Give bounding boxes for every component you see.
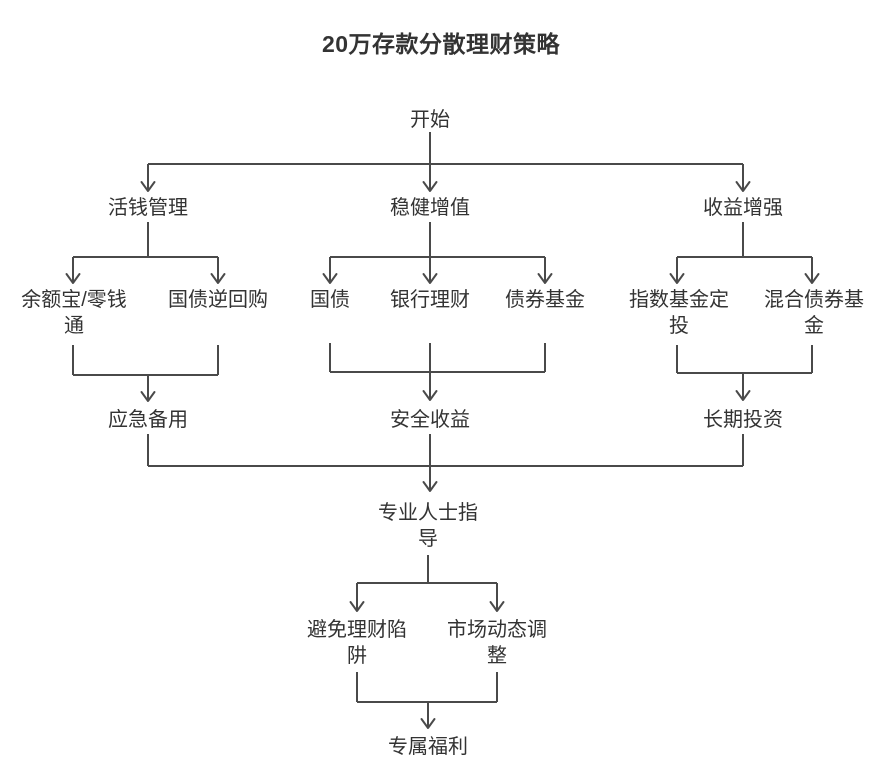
node-sub-avoid-traps: 避免理财陷阱: [307, 619, 407, 667]
diagram-title: 20万存款分散理财策略: [321, 31, 561, 57]
node-branch-steady: 稳健增值: [390, 197, 470, 219]
node-leaf-index-aip: 指数基金定投: [629, 289, 729, 337]
node-goal-emergency: 应急备用: [108, 409, 188, 431]
node-leaf-bank-wm: 银行理财: [390, 289, 470, 311]
node-goal-safe: 安全收益: [390, 409, 470, 431]
node-leaf-reverse-repo: 国债逆回购: [168, 289, 268, 311]
node-hub-expert: 专业人士指导: [378, 502, 478, 550]
node-leaf-yuebao: 余额宝/零钱通: [21, 289, 127, 337]
node-leaf-mixed-bond: 混合债券基金: [764, 289, 864, 337]
node-branch-enhance: 收益增强: [703, 197, 783, 219]
node-start: 开始: [410, 109, 450, 131]
node-goal-longterm: 长期投资: [703, 409, 783, 431]
node-leaf-treasury: 国债: [310, 289, 350, 311]
node-final-benefit: 专属福利: [388, 736, 468, 758]
node-branch-liquid: 活钱管理: [108, 197, 188, 219]
node-leaf-bond-fund: 债券基金: [505, 289, 585, 311]
node-sub-market-adjust: 市场动态调整: [447, 619, 547, 667]
